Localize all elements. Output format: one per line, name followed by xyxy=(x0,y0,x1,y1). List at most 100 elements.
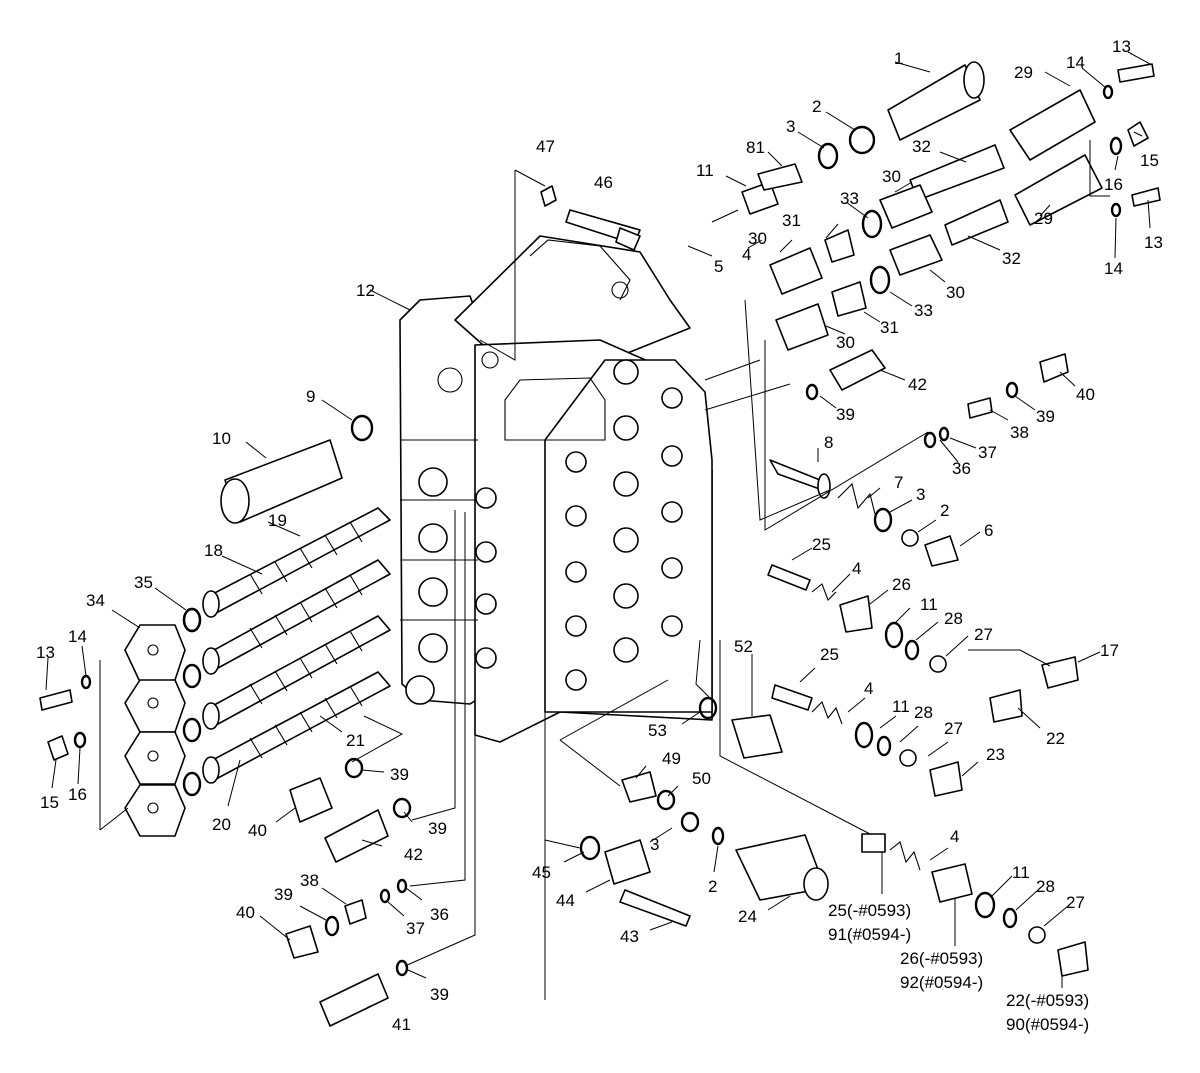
relief-valve-10 xyxy=(220,414,374,524)
callout-25: 25 xyxy=(812,535,831,554)
callout-1: 1 xyxy=(894,49,903,68)
callout-49: 49 xyxy=(662,749,681,768)
callout-39: 39 xyxy=(1036,407,1055,426)
callout-30: 30 xyxy=(748,229,767,248)
callout-4: 4 xyxy=(852,559,861,578)
valve-body xyxy=(399,235,713,743)
callout-36: 36 xyxy=(952,459,971,478)
callout-53: 53 xyxy=(648,721,667,740)
callout-27: 27 xyxy=(1066,893,1085,912)
callout-11: 11 xyxy=(696,161,714,180)
callout-41: 41 xyxy=(392,1015,411,1034)
callout-27: 27 xyxy=(974,625,993,644)
cover-caps xyxy=(124,607,202,837)
callout-17: 17 xyxy=(1100,641,1119,660)
lower-left-components xyxy=(39,607,412,1027)
callout-20: 20 xyxy=(212,815,231,834)
callout-21: 21 xyxy=(346,731,365,750)
callout-32: 32 xyxy=(1002,249,1021,268)
callout-14: 14 xyxy=(1066,53,1085,72)
callout-15: 15 xyxy=(1140,151,1159,170)
callout-39: 39 xyxy=(390,765,409,784)
lower-components xyxy=(579,684,1089,977)
right-middle-components xyxy=(767,349,1079,723)
callout-25: 25 xyxy=(820,645,839,664)
callout-22-variant: 22(-#0593) xyxy=(1006,991,1089,1010)
callout-19: 19 xyxy=(268,511,287,530)
callout-40: 40 xyxy=(236,903,255,922)
callout-90-variant: 90(#0594-) xyxy=(1006,1015,1089,1034)
callout-43: 43 xyxy=(620,927,639,946)
callout-4: 4 xyxy=(950,827,959,846)
callout-13: 13 xyxy=(1112,37,1131,56)
callout-45: 45 xyxy=(532,863,551,882)
callout-52: 52 xyxy=(734,637,753,656)
callout-23: 23 xyxy=(986,745,1005,764)
callout-30: 30 xyxy=(836,333,855,352)
callout-38: 38 xyxy=(300,871,319,890)
callout-44: 44 xyxy=(556,891,575,910)
callout-15: 15 xyxy=(40,793,59,812)
callout-81: 81 xyxy=(746,138,765,157)
callout-6: 6 xyxy=(984,521,993,540)
callout-11: 11 xyxy=(920,595,938,614)
callout-39: 39 xyxy=(836,405,855,424)
callout-22: 22 xyxy=(1046,729,1065,748)
callout-30: 30 xyxy=(946,283,965,302)
callout-31: 31 xyxy=(782,211,801,230)
callout-39: 39 xyxy=(430,985,449,1004)
callout-38: 38 xyxy=(1010,423,1029,442)
callout-5: 5 xyxy=(714,257,723,276)
callout-9: 9 xyxy=(306,387,315,406)
callout-13: 13 xyxy=(36,643,55,662)
callout-2: 2 xyxy=(812,97,821,116)
callout-29: 29 xyxy=(1014,63,1033,82)
callout-4: 4 xyxy=(742,245,751,264)
callout-34: 34 xyxy=(86,591,105,610)
callout-labels: 1 2 3 81 11 47 46 13 14 29 32 15 16 30 3… xyxy=(36,37,1163,1034)
callout-30: 30 xyxy=(882,167,901,186)
callout-29: 29 xyxy=(1034,209,1053,228)
callout-3: 3 xyxy=(786,117,795,136)
callout-28: 28 xyxy=(1036,877,1055,896)
callout-27: 27 xyxy=(944,719,963,738)
callout-40: 40 xyxy=(248,821,267,840)
callout-18: 18 xyxy=(204,541,223,560)
callout-37: 37 xyxy=(406,919,425,938)
top-right-components xyxy=(540,61,1161,351)
callout-39: 39 xyxy=(274,885,293,904)
callout-26-variant: 26(-#0593) xyxy=(900,949,983,968)
callout-2: 2 xyxy=(708,877,717,896)
callout-4: 4 xyxy=(864,679,873,698)
callout-24: 24 xyxy=(738,907,757,926)
callout-12: 12 xyxy=(356,281,375,300)
leader-lines xyxy=(45,51,1151,1013)
callout-47: 47 xyxy=(536,137,555,156)
callout-39: 39 xyxy=(428,819,447,838)
callout-91-variant: 91(#0594-) xyxy=(828,925,911,944)
callout-14: 14 xyxy=(1104,259,1123,278)
callout-2: 2 xyxy=(940,501,949,520)
callout-36: 36 xyxy=(430,905,449,924)
callout-37: 37 xyxy=(978,443,997,462)
callout-10: 10 xyxy=(212,429,231,448)
callout-28: 28 xyxy=(914,703,933,722)
callout-35: 35 xyxy=(134,573,153,592)
callout-14: 14 xyxy=(68,627,87,646)
callout-26: 26 xyxy=(892,575,911,594)
callout-16: 16 xyxy=(68,785,87,804)
callout-92-variant: 92(#0594-) xyxy=(900,973,983,992)
callout-3: 3 xyxy=(650,835,659,854)
callout-8: 8 xyxy=(824,433,833,452)
callout-11: 11 xyxy=(1012,863,1030,882)
callout-33: 33 xyxy=(914,301,933,320)
callout-28: 28 xyxy=(944,609,963,628)
callout-50: 50 xyxy=(692,769,711,788)
callout-40: 40 xyxy=(1076,385,1095,404)
callout-42: 42 xyxy=(404,845,423,864)
callout-31: 31 xyxy=(880,318,899,337)
callout-7: 7 xyxy=(894,473,903,492)
callout-16: 16 xyxy=(1104,175,1123,194)
